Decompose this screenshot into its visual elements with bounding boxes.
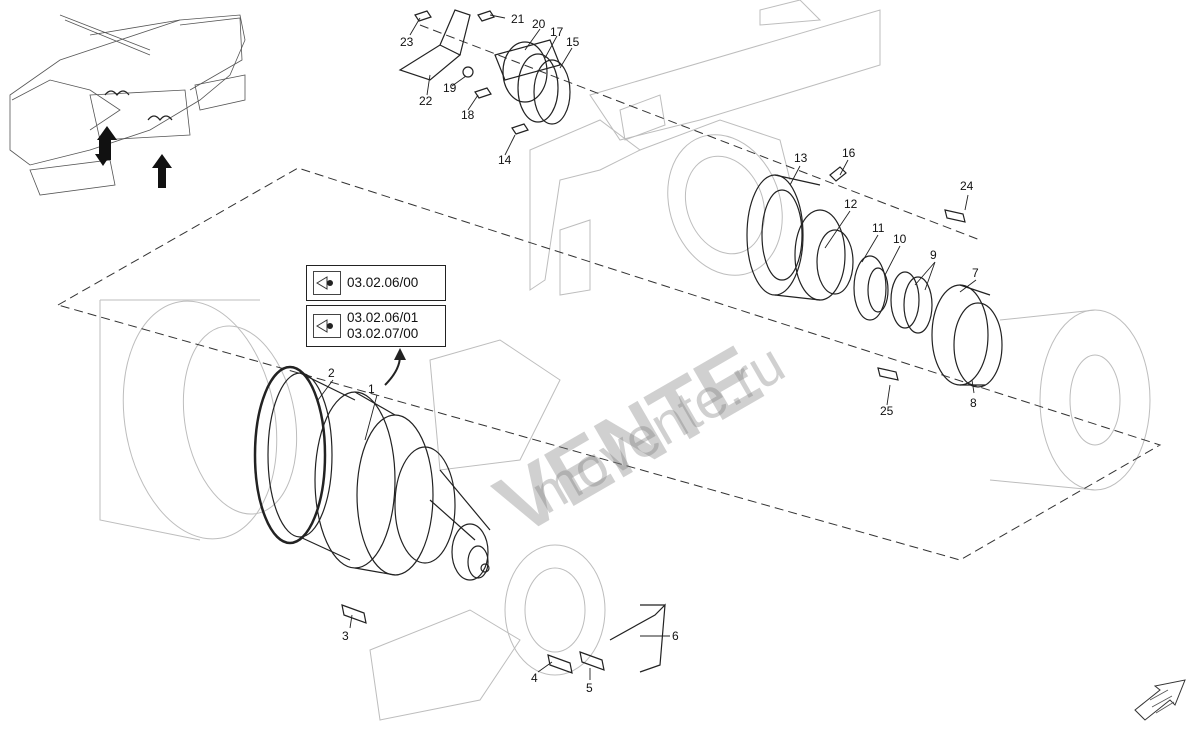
callout-1: 1 xyxy=(368,382,375,396)
callout-17: 17 xyxy=(550,25,564,39)
frame-ghost-outline xyxy=(99,0,1151,721)
callout-6: 6 xyxy=(672,629,679,643)
callout-13: 13 xyxy=(794,151,808,165)
callout-numbers: 1 2 3 4 5 6 7 8 9 10 11 12 13 14 15 16 1… xyxy=(328,12,979,695)
callout-14: 14 xyxy=(498,153,512,167)
eye-icon xyxy=(313,271,341,295)
reference-1-line-1: 03.02.06/00 xyxy=(347,275,419,290)
callout-22: 22 xyxy=(419,94,433,108)
callout-4: 4 xyxy=(531,671,538,685)
reference-arrow xyxy=(384,355,401,386)
callout-8: 8 xyxy=(970,396,977,410)
callout-7: 7 xyxy=(972,266,979,280)
hub-assembly-right xyxy=(746,166,1003,388)
callout-19: 19 xyxy=(443,81,457,95)
orientation-arrow-icon xyxy=(1134,679,1186,721)
callout-3: 3 xyxy=(342,629,349,643)
callout-2: 2 xyxy=(328,366,335,380)
callout-11: 11 xyxy=(872,221,885,235)
callout-10: 10 xyxy=(893,232,907,246)
eye-icon xyxy=(313,314,341,338)
lower-fasteners xyxy=(341,603,666,674)
leader-lines xyxy=(317,14,977,680)
callout-5: 5 xyxy=(586,681,593,695)
callout-18: 18 xyxy=(461,108,475,122)
callout-24: 24 xyxy=(960,179,974,193)
machine-overview-thumbnail xyxy=(9,14,246,196)
callout-12: 12 xyxy=(844,197,858,211)
reference-box-2[interactable]: 03.02.06/01 03.02.07/00 xyxy=(306,305,446,347)
callout-15: 15 xyxy=(566,35,580,49)
callout-21: 21 xyxy=(511,12,525,26)
assembly-boundary-dashed xyxy=(56,167,1162,561)
callout-9: 9 xyxy=(930,248,937,262)
reference-box-1[interactable]: 03.02.06/00 xyxy=(306,265,446,301)
reference-2-line-2: 03.02.07/00 xyxy=(347,326,419,341)
final-drive-gearbox xyxy=(253,365,491,581)
callout-16: 16 xyxy=(842,146,856,160)
reference-2-line-1: 03.02.06/01 xyxy=(347,310,419,325)
callout-20: 20 xyxy=(532,17,546,31)
reference-2-lines: 03.02.06/01 03.02.07/00 xyxy=(347,310,418,342)
callout-23: 23 xyxy=(400,35,414,49)
axis-line-upper xyxy=(419,24,981,241)
callout-25: 25 xyxy=(880,404,894,418)
